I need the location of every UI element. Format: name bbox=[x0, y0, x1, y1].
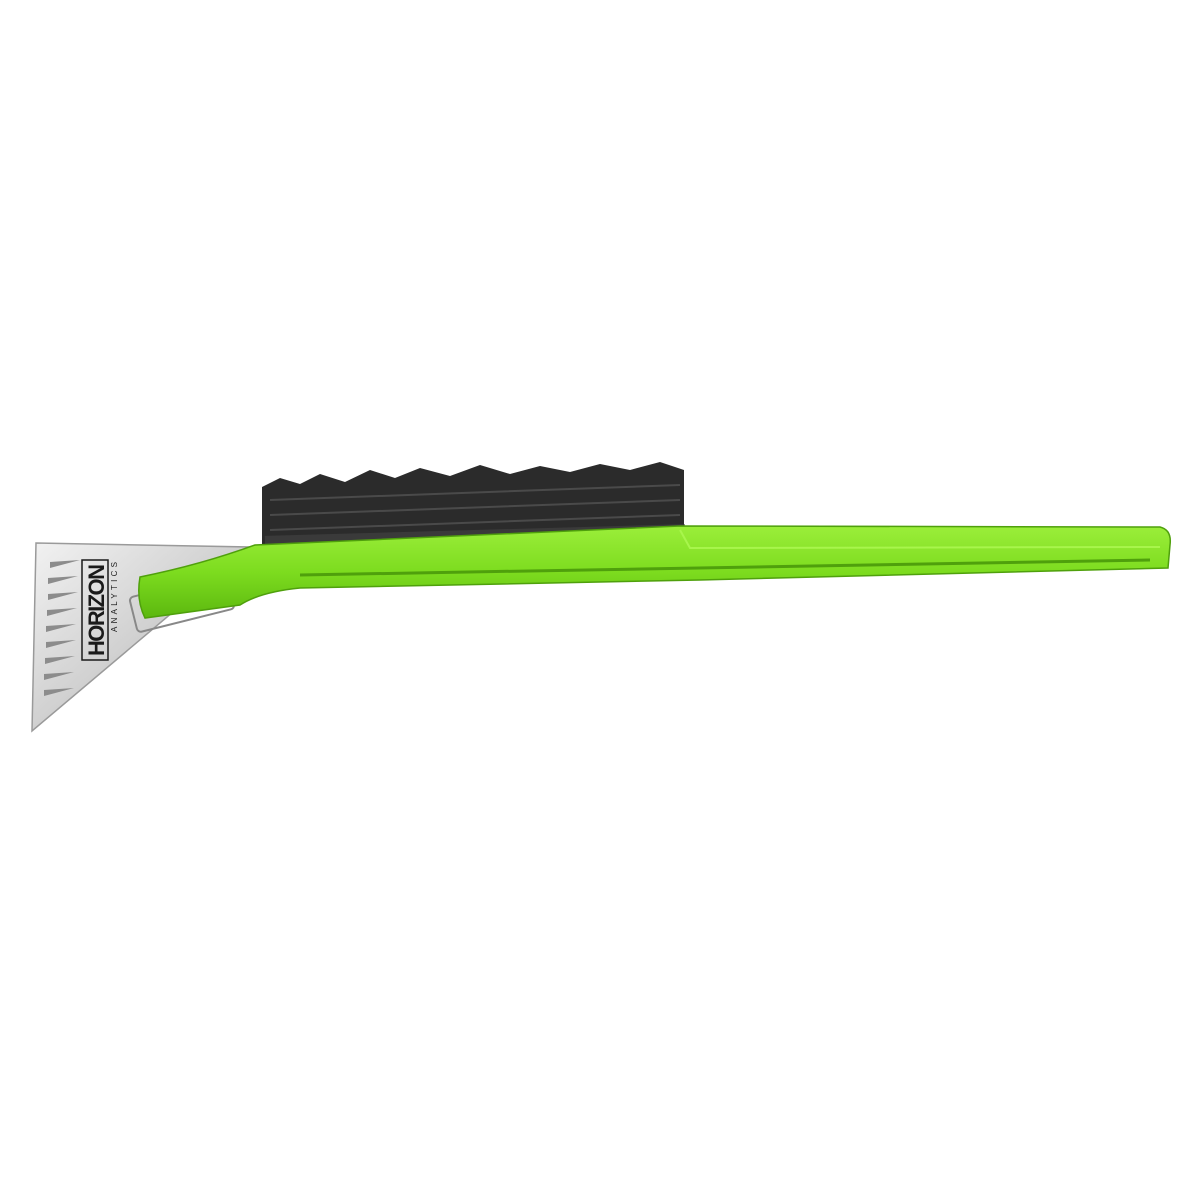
svg-text:HORIZON: HORIZON bbox=[84, 564, 109, 656]
brush-handle bbox=[138, 525, 1172, 619]
svg-text:ANALYTICS: ANALYTICS bbox=[110, 562, 119, 632]
horizon-analytics-logo: HORIZON ANALYTICS bbox=[81, 559, 119, 661]
scraper-teeth bbox=[44, 560, 80, 696]
